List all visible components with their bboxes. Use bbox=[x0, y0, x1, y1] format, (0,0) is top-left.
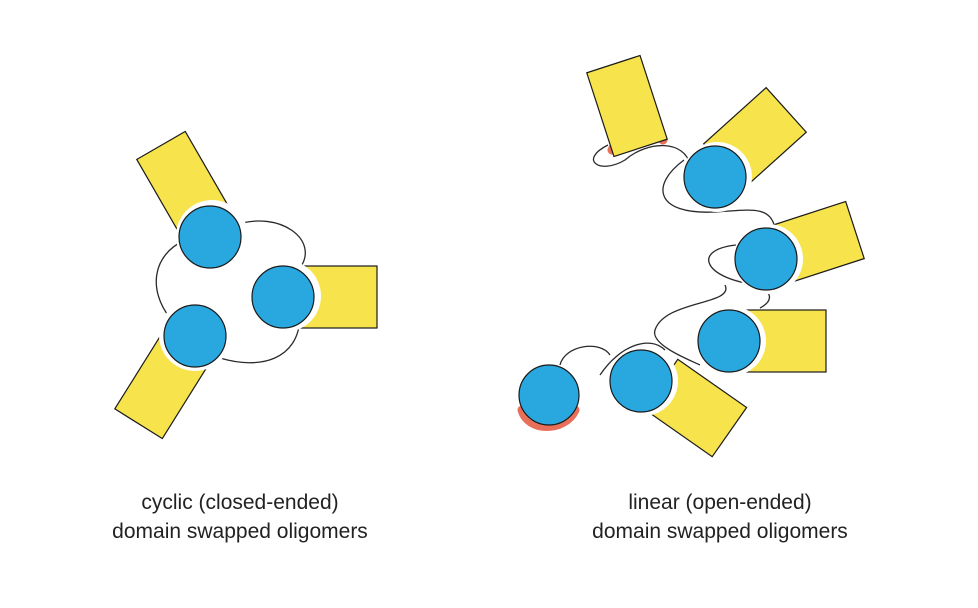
linear-linker bbox=[662, 159, 776, 229]
cyclic-caption: cyclic (closed-ended) domain swapped oli… bbox=[60, 488, 420, 546]
linear-caption-line2: domain swapped oligomers bbox=[592, 520, 848, 543]
cyclic-linker bbox=[219, 317, 301, 364]
cyclic-linker bbox=[155, 239, 186, 319]
linear-linker bbox=[654, 284, 727, 366]
linear-linker bbox=[599, 342, 666, 376]
cyclic-blue-domain-right bbox=[251, 265, 315, 329]
linear-oligomer bbox=[517, 54, 865, 458]
linear-caption: linear (open-ended) domain swapped oligo… bbox=[530, 488, 910, 546]
linear-blue-domain-2 bbox=[734, 227, 798, 291]
linear-blue-domain-terminal bbox=[518, 364, 580, 426]
linear-yellow-domain-1 bbox=[586, 54, 668, 158]
linear-caption-line1: linear (open-ended) bbox=[628, 491, 812, 514]
cyclic-caption-line2: domain swapped oligomers bbox=[112, 520, 368, 543]
cyclic-caption-line1: cyclic (closed-ended) bbox=[141, 491, 339, 514]
linear-linker bbox=[559, 345, 611, 366]
linear-linker bbox=[593, 144, 691, 167]
cyclic-linker bbox=[234, 220, 306, 269]
cyclic-trimer bbox=[113, 130, 378, 440]
linear-blue-domain-3 bbox=[697, 309, 761, 373]
cyclic-blue-domain-bottom bbox=[163, 304, 227, 368]
linear-blue-domain-1 bbox=[683, 145, 747, 209]
linear-blue-domain-4 bbox=[609, 349, 673, 413]
cyclic-blue-domain-top bbox=[178, 205, 242, 269]
